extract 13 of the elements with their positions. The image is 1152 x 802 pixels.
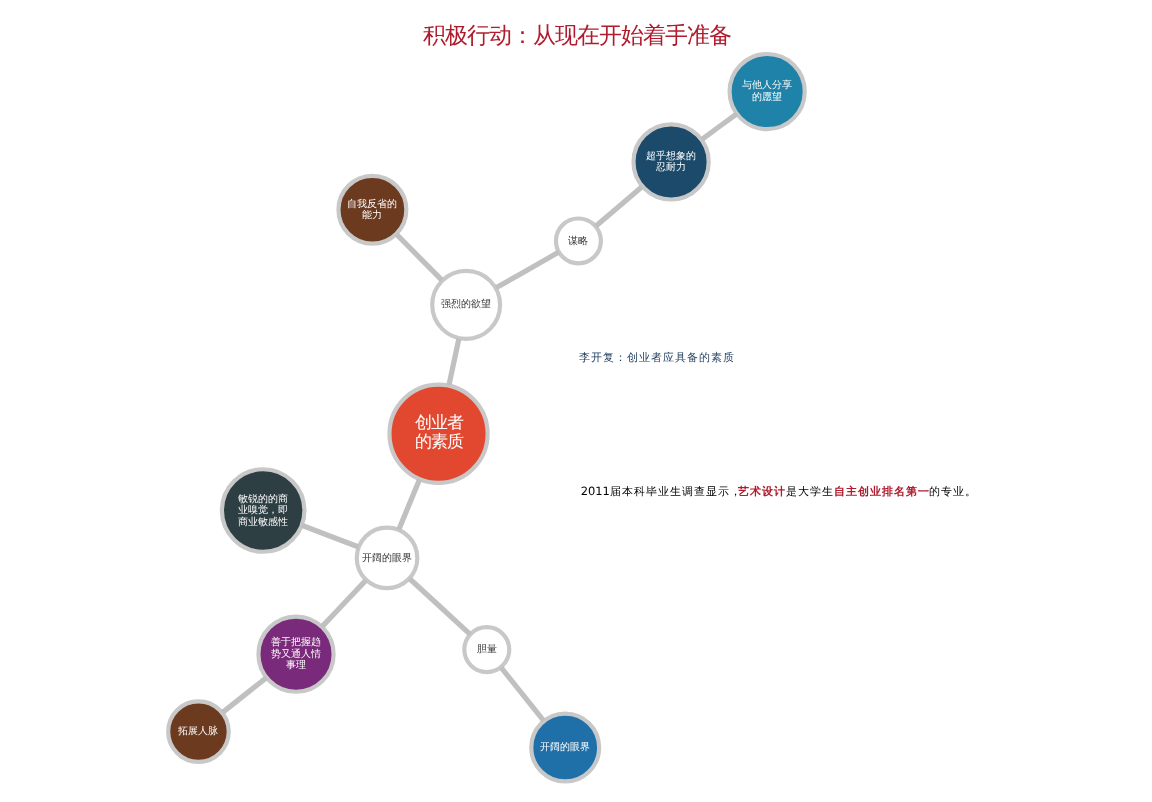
connector xyxy=(393,232,443,283)
connector xyxy=(406,576,471,637)
connector xyxy=(395,478,422,531)
connector xyxy=(219,675,268,715)
connector xyxy=(493,249,560,291)
node-circle: 创业者的素质 xyxy=(386,382,489,485)
connector xyxy=(592,184,643,229)
connector xyxy=(318,578,367,629)
connector xyxy=(445,337,461,386)
diagram-title: 积极行动：从现在开始着手准备 xyxy=(422,21,730,50)
connector xyxy=(299,522,359,550)
connector xyxy=(498,665,545,723)
connector xyxy=(699,111,738,142)
